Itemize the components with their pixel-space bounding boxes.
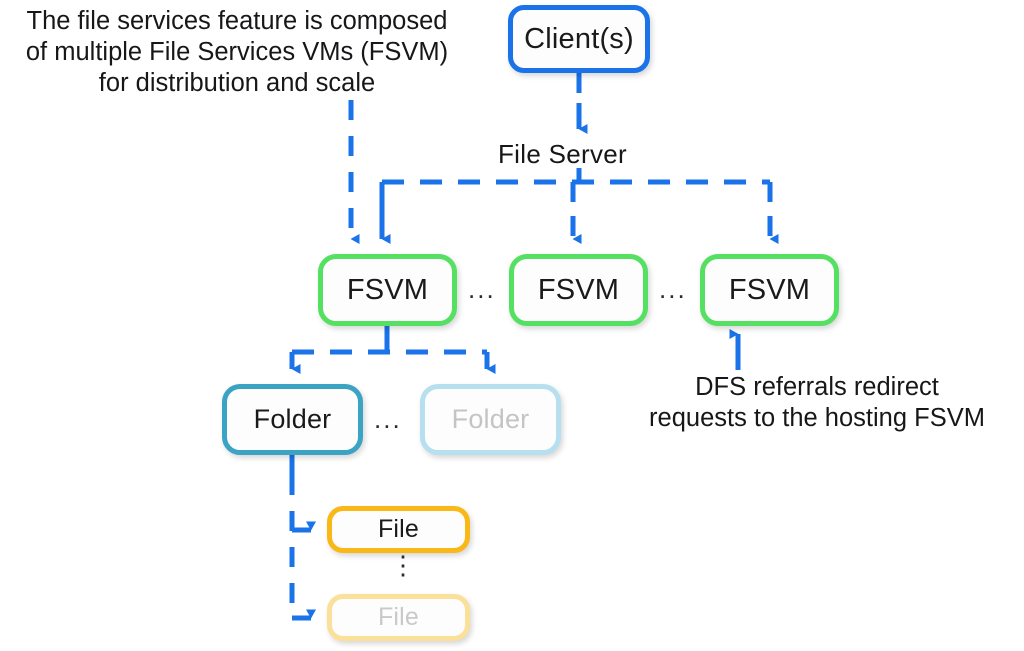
- node-file-2[interactable]: File: [327, 594, 470, 641]
- node-client-label: Client(s): [524, 22, 634, 55]
- node-fsvm-3-label: FSVM: [728, 273, 811, 306]
- ellipsis-file-vertical: ⋮: [390, 550, 416, 580]
- ellipsis-fsvm-2: ...: [659, 274, 687, 304]
- ellipsis-folder: ...: [374, 404, 402, 434]
- node-folder-2-label: Folder: [451, 404, 530, 434]
- node-folder-1-label: Folder: [253, 404, 332, 434]
- node-folder-1[interactable]: Folder: [222, 384, 363, 455]
- node-fsvm-3[interactable]: FSVM: [700, 254, 839, 326]
- node-folder-2[interactable]: Folder: [420, 384, 561, 455]
- annotation-dfs-referrals: DFS referrals redirect requests to the h…: [649, 373, 985, 432]
- node-file-2-label: File: [377, 603, 420, 631]
- label-file-server: File Server: [498, 139, 627, 169]
- node-client[interactable]: Client(s): [508, 5, 650, 73]
- node-fsvm-1-label: FSVM: [346, 273, 429, 306]
- node-fsvm-2[interactable]: FSVM: [509, 254, 648, 326]
- ellipsis-fsvm-1: ...: [468, 274, 496, 304]
- node-file-1[interactable]: File: [327, 506, 470, 553]
- node-fsvm-1[interactable]: FSVM: [318, 254, 457, 326]
- annotation-left: The file services feature is composed of…: [25, 7, 449, 97]
- node-file-1-label: File: [377, 515, 420, 543]
- node-fsvm-2-label: FSVM: [537, 273, 620, 306]
